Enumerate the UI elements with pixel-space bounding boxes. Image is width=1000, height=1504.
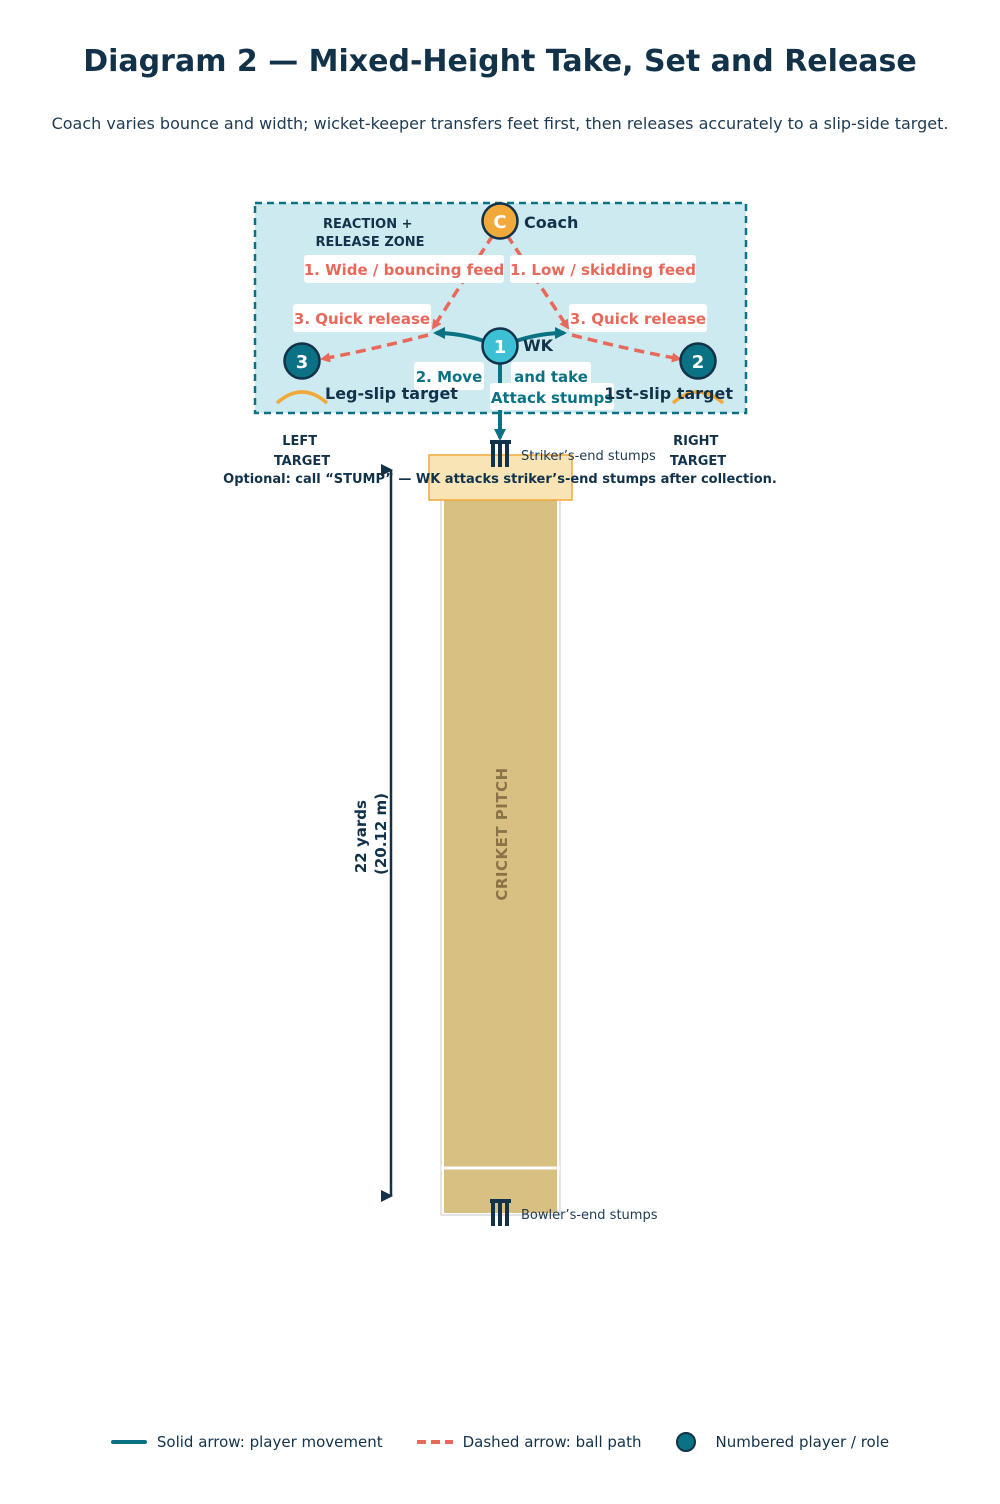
optional-note: Optional: call “STUMP” — WK attacks stri… xyxy=(223,472,777,487)
coach-label: Coach xyxy=(524,213,578,232)
feed-low-label-bg xyxy=(510,255,696,283)
legend-player: Numbered player / role xyxy=(675,1432,890,1452)
pitch-length-label: 22 yards (20.12 m) xyxy=(352,793,390,875)
move-label-bg xyxy=(414,362,484,390)
solid-line-swatch xyxy=(110,1440,147,1444)
leg-slip-marker-number: 3 xyxy=(296,352,309,373)
bowler-stumps-label: Bowler’s-end stumps xyxy=(521,1208,658,1223)
move-label: 2. Move xyxy=(416,368,483,386)
right-target-arc xyxy=(671,390,725,405)
legend-solid: Solid arrow: player movement xyxy=(110,1433,383,1451)
wk-marker xyxy=(481,327,519,365)
legend-solid-label: Solid arrow: player movement xyxy=(156,1433,383,1451)
bowler-stumps-icon xyxy=(490,1199,511,1226)
dashed-line-swatch xyxy=(416,1440,453,1444)
wk-marker-number: 1 xyxy=(494,337,507,358)
leg-slip-label: Leg-slip target xyxy=(325,384,458,403)
wk-move-right-arrow xyxy=(515,327,567,343)
take-label: and take xyxy=(514,368,588,386)
left-target-label: LEFT TARGET xyxy=(274,434,330,469)
cricket-pitch xyxy=(444,455,557,1213)
page-title: Diagram 2 — Mixed-Height Take, Set and R… xyxy=(83,44,917,79)
release-right-path xyxy=(571,333,682,363)
zone-label: REACTION + RELEASE ZONE xyxy=(315,217,424,250)
striker-stumps-icon xyxy=(490,440,511,467)
legend-player-label: Numbered player / role xyxy=(715,1433,890,1451)
page-subtitle: Coach varies bounce and width; wicket-ke… xyxy=(51,114,949,133)
legend-dashed: Dashed arrow: ball path xyxy=(416,1433,642,1451)
release-left-path xyxy=(320,333,429,363)
feed-low-label: 1. Low / skidding feed xyxy=(510,261,696,279)
first-slip-marker-number: 2 xyxy=(692,352,705,373)
left-target-arc xyxy=(275,390,329,405)
release-left-label-bg xyxy=(293,304,431,332)
striker-stumps-label: Striker’s-end stumps xyxy=(521,449,656,464)
coach-marker-letter: C xyxy=(493,212,506,233)
attack-label-bg xyxy=(490,383,614,410)
right-target-label: RIGHT TARGET xyxy=(670,434,726,469)
release-right-label: 3. Quick release xyxy=(570,310,706,328)
pitch-label: CRICKET PITCH xyxy=(493,767,511,900)
attack-label: Attack stumps xyxy=(491,389,613,407)
first-slip-marker xyxy=(679,342,717,380)
feed-wide-label: 1. Wide / bouncing feed xyxy=(304,261,505,279)
coach-marker xyxy=(481,202,519,240)
feed-wide-label-bg xyxy=(304,255,504,283)
release-left-label: 3. Quick release xyxy=(294,310,430,328)
player-dot-icon xyxy=(675,1432,696,1452)
release-right-label-bg xyxy=(569,304,707,332)
first-slip-label: 1st-slip target xyxy=(604,384,733,403)
leg-slip-marker xyxy=(283,342,321,380)
wk-label: WK xyxy=(523,336,554,355)
legend-dashed-label: Dashed arrow: ball path xyxy=(462,1433,642,1451)
wk-move-left-arrow xyxy=(433,327,485,343)
legend: Solid arrow: player movement Dashed arro… xyxy=(0,1432,1000,1452)
